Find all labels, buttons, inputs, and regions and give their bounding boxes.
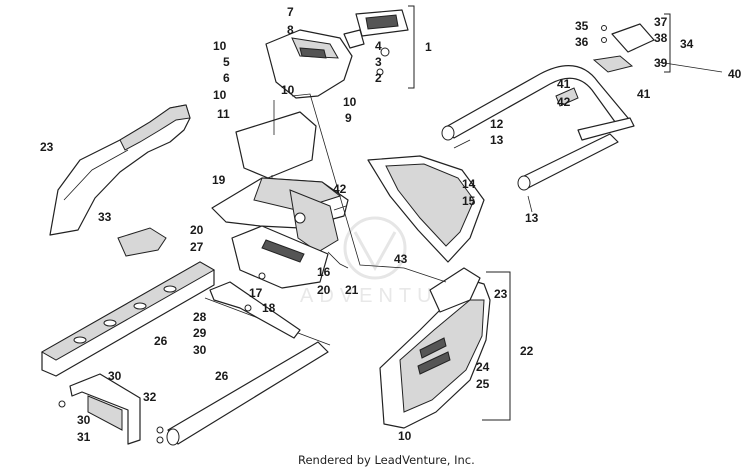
callout-10e: 10	[398, 429, 412, 443]
part-seat-cowl[interactable]	[265, 29, 353, 99]
callout-20a: 20	[190, 223, 204, 237]
callout-3: 3	[375, 55, 382, 69]
callout-40: 40	[728, 67, 742, 81]
callout-42a: 42	[557, 95, 571, 109]
footer-credit: Rendered by LeadVenture, Inc.	[298, 453, 475, 467]
callout-30c: 30	[77, 413, 91, 427]
callout-42b: 42	[333, 182, 347, 196]
callout-37: 37	[654, 15, 668, 29]
callout-18: 18	[262, 301, 276, 315]
callout-11: 11	[217, 107, 230, 121]
bracket-group-1	[408, 5, 415, 89]
callout-35: 35	[575, 19, 589, 33]
callout-12: 12	[490, 117, 504, 131]
callout-19: 19	[212, 173, 226, 187]
callout-7: 7	[287, 5, 294, 19]
callout-1: 1	[425, 40, 432, 54]
callout-34: 34	[680, 37, 694, 51]
callout-30a: 30	[193, 343, 207, 357]
watermark-text: ADVENTURE	[300, 285, 477, 307]
part-mount-bracket[interactable]	[58, 373, 164, 445]
callout-10d: 10	[343, 95, 357, 109]
callout-13b: 13	[525, 211, 539, 225]
callout-27: 27	[190, 240, 204, 254]
callout-26b: 26	[215, 369, 229, 383]
part-frame-rail-left[interactable]	[40, 261, 216, 377]
callout-29: 29	[193, 326, 207, 340]
part-side-panel-right[interactable]	[379, 267, 491, 429]
bracket-group-34	[664, 13, 671, 73]
callout-26a: 26	[154, 334, 168, 348]
callout-9: 9	[345, 111, 352, 125]
callout-28: 28	[193, 310, 207, 324]
callout-10c: 10	[281, 83, 295, 97]
callout-30b: 30	[108, 369, 122, 383]
callout-41b: 41	[637, 87, 651, 101]
callout-2: 2	[375, 71, 382, 85]
part-grab-bar[interactable]	[441, 65, 635, 191]
part-windscreen[interactable]	[367, 155, 485, 263]
callout-43: 43	[394, 252, 408, 266]
part-pad[interactable]	[117, 227, 167, 257]
part-taillight[interactable]	[343, 9, 409, 76]
callout-38: 38	[654, 31, 668, 45]
part-side-panel-left[interactable]	[49, 104, 191, 236]
callout-20b: 20	[317, 283, 331, 297]
callouts: 1 2 3 4 5 6 7 8 9 10 10 10 10 10 11 12 1…	[40, 5, 742, 444]
callout-32: 32	[143, 390, 157, 404]
callout-21: 21	[345, 283, 359, 297]
callout-15: 15	[462, 194, 476, 208]
part-grab-bar-brackets[interactable]	[555, 23, 655, 107]
callout-13a: 13	[490, 133, 504, 147]
callout-5: 5	[223, 55, 230, 69]
callout-23a: 23	[494, 287, 508, 301]
part-center-bracket[interactable]	[209, 281, 301, 339]
callout-10a: 10	[213, 39, 227, 53]
callout-22: 22	[520, 344, 534, 358]
part-lower-panel[interactable]	[231, 225, 329, 289]
callout-4: 4	[375, 39, 382, 53]
part-fender[interactable]	[211, 177, 349, 253]
callout-25: 25	[476, 377, 490, 391]
callout-10b: 10	[213, 88, 227, 102]
callout-31: 31	[77, 430, 91, 444]
callout-23b: 23	[40, 140, 54, 154]
callout-36: 36	[575, 35, 589, 49]
callout-41a: 41	[557, 77, 571, 91]
callout-17: 17	[249, 286, 263, 300]
bracket-group-22	[482, 271, 511, 421]
callout-16: 16	[317, 265, 331, 279]
callout-33: 33	[98, 210, 112, 224]
callout-24: 24	[476, 360, 490, 374]
watermark: ADVENTURE	[300, 216, 477, 307]
callout-8: 8	[287, 23, 294, 37]
callout-14: 14	[462, 177, 476, 191]
callout-39: 39	[654, 56, 668, 70]
callout-6: 6	[223, 71, 230, 85]
part-frame-tube-right[interactable]	[166, 297, 331, 446]
leader-lines	[273, 61, 723, 283]
